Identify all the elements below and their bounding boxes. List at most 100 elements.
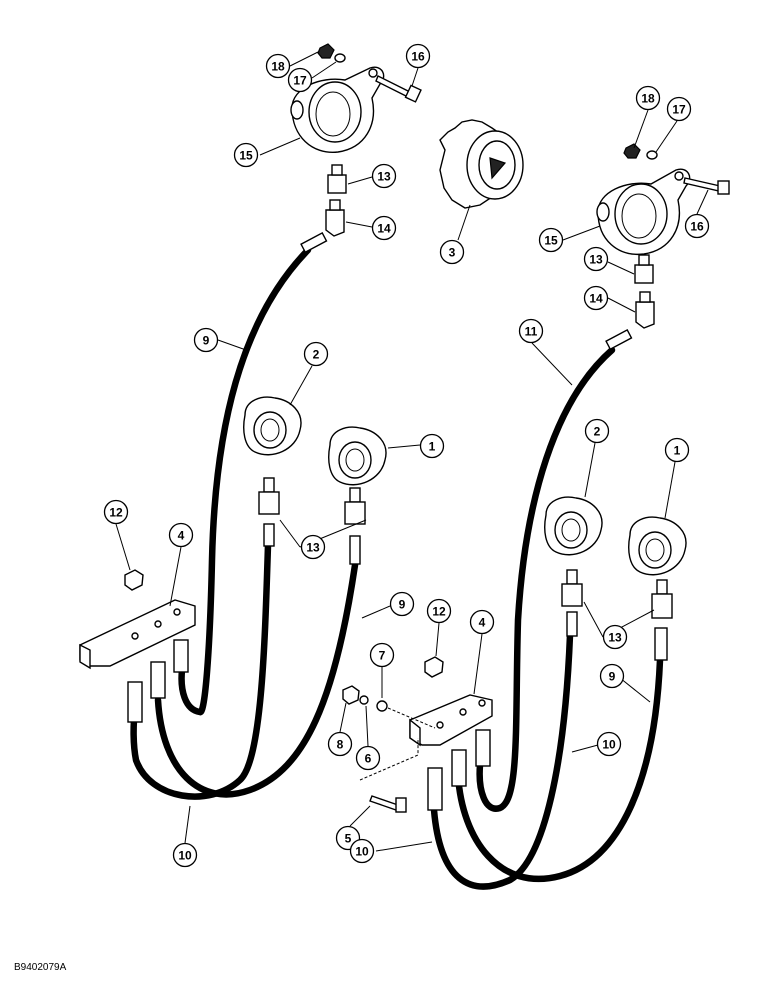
hose-11-right [476,346,616,812]
callout-number: 13 [589,253,603,267]
callout-circle [405,43,431,69]
callout-1: 1 [664,437,690,463]
callout-circle [583,246,609,272]
callout-circle [419,433,445,459]
nut-12-left [124,569,144,591]
callout-12: 12 [103,499,129,525]
callout-number: 1 [429,440,436,454]
callout-number: 13 [306,541,320,555]
callout-circle [538,227,564,253]
flange-2-right [544,496,603,556]
callout-number: 4 [479,616,486,630]
callout-circle [426,598,452,624]
hose-10-left-b [154,561,359,798]
callout-number: 10 [355,845,369,859]
callout-circle [602,624,628,650]
washer-17-left [334,53,346,63]
callout-number: 4 [178,529,185,543]
callout-14: 14 [583,285,609,311]
callout-circle [666,96,692,122]
callout-circle [349,838,375,864]
callout-circle [233,142,259,168]
callout-number: 14 [589,292,603,306]
hose-end-upper-left [300,232,328,254]
fittings-13-middle-right [561,569,673,661]
hose-10-left-a [130,541,272,800]
callout-circle [103,499,129,525]
bolt-16-left [375,75,422,103]
callout-circle [518,318,544,344]
callout-number: 10 [602,738,616,752]
callout-circle [371,215,397,241]
callout-circle [369,642,395,668]
callout-12: 12 [426,598,452,624]
flange-1-right [628,516,687,576]
callout-6: 6 [355,745,381,771]
callout-9: 9 [193,327,219,353]
callout-number: 18 [271,60,285,74]
elbow-14-upper-left [325,199,345,237]
callout-circle [172,842,198,868]
hose-9-right [454,656,664,883]
callout-number: 14 [377,222,391,236]
callout-10: 10 [596,731,622,757]
callout-13: 13 [371,163,397,189]
callout-13: 13 [583,246,609,272]
callout-circle [389,591,415,617]
callout-circle [287,67,313,93]
bulkhead-fittings-right [427,729,491,811]
hose-9-upper-left [178,246,312,716]
callout-circle [439,239,465,265]
callout-number: 15 [544,234,558,248]
washer-7 [376,700,388,712]
washer-17-right [646,150,658,160]
callout-17: 17 [287,67,313,93]
callout-circle [469,609,495,635]
callout-number: 7 [379,649,386,663]
callout-11: 11 [518,318,544,344]
callout-number: 8 [337,738,344,752]
callout-circle [584,418,610,444]
callout-4: 4 [469,609,495,635]
callout-circle [664,437,690,463]
callout-number: 15 [239,149,253,163]
callout-number: 2 [313,348,320,362]
bracket-4-left [79,599,196,670]
nut-8 [342,685,360,705]
callout-18: 18 [265,53,291,79]
callout-number: 10 [178,849,192,863]
callout-number: 17 [293,74,307,88]
callout-circle [583,285,609,311]
elbow-14-upper-right [635,291,655,329]
callout-2: 2 [584,418,610,444]
callout-16: 16 [684,213,710,239]
callout-number: 2 [594,425,601,439]
fitting-13-upper-left [327,164,347,194]
callout-number: 17 [672,103,686,117]
figure-code: B9402079A [14,962,67,973]
nut-12-right [424,656,444,678]
callout-15: 15 [538,227,564,253]
callout-number: 12 [109,506,123,520]
callout-14: 14 [371,215,397,241]
callout-13: 13 [602,624,628,650]
callout-number: 13 [377,170,391,184]
bulkhead-fittings-left [127,639,189,723]
callout-circle [265,53,291,79]
callout-number: 9 [399,598,406,612]
washer-6 [359,695,369,705]
callout-3: 3 [439,239,465,265]
callout-9: 9 [599,663,625,689]
callout-number: 18 [641,92,655,106]
callout-number: 12 [432,605,446,619]
callout-circle [599,663,625,689]
callout-number: 16 [411,50,425,64]
sprocket-3 [439,119,524,209]
callout-17: 17 [666,96,692,122]
flange-2-left [243,396,302,456]
callout-number: 1 [674,444,681,458]
callout-circle [193,327,219,353]
callout-13: 13 [300,534,326,560]
